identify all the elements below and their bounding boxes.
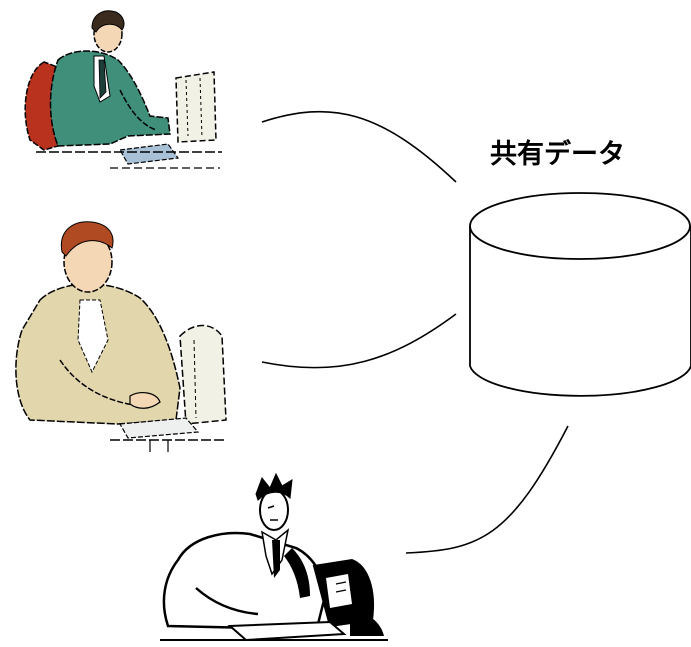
connector-user2-to-database bbox=[261, 313, 457, 369]
database-cylinder-icon bbox=[469, 192, 691, 397]
database-label: 共有データ bbox=[490, 139, 625, 170]
businessman-at-computer-icon bbox=[24, 10, 222, 169]
connector-user1-to-database bbox=[261, 110, 457, 183]
man-at-computer-silhouette-icon bbox=[160, 472, 388, 642]
connector-user3-to-database bbox=[405, 425, 569, 554]
connection-lines bbox=[261, 110, 569, 554]
man-in-sweater-at-computer-icon bbox=[15, 221, 227, 452]
